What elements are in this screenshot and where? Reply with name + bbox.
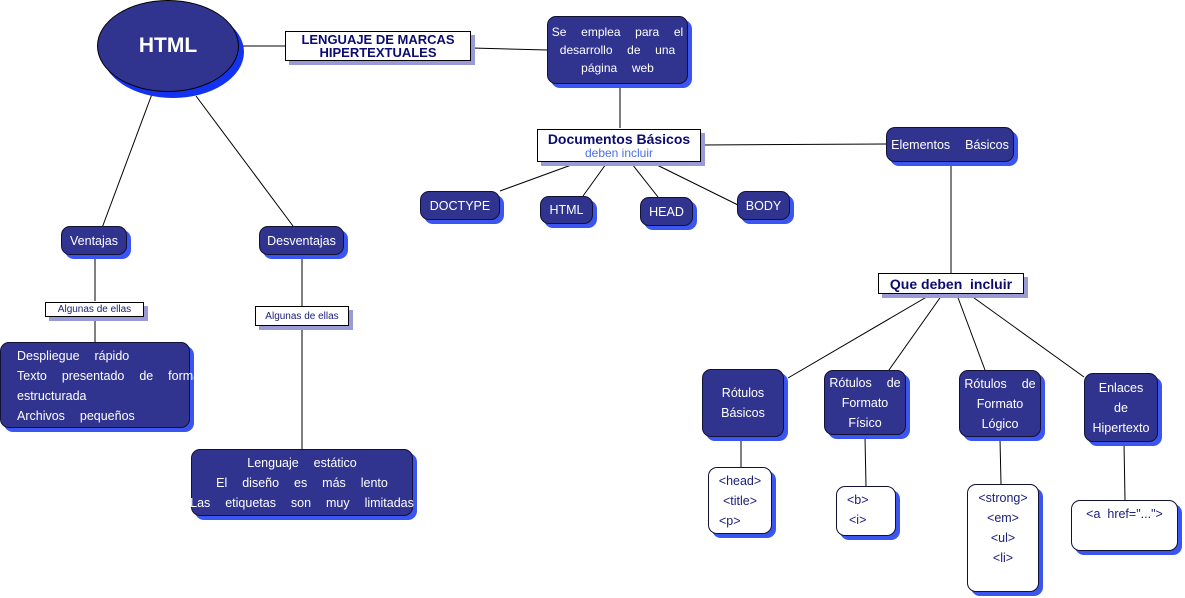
desventajas-item: El diseño es más lento <box>216 475 388 490</box>
desventajas-connector-label: Algunas de ellas <box>255 306 349 326</box>
html-item-node[interactable]: HTML <box>540 196 593 224</box>
elementos-basicos-node[interactable]: Elementos Básicos <box>886 127 1014 162</box>
ventajas-connector-label: Algunas de ellas <box>45 302 144 317</box>
link-documentos-html <box>582 163 607 197</box>
ventajas-item: Texto presentado de forma <box>17 369 201 383</box>
documentos-basicos-title: Documentos Básicos <box>547 131 691 147</box>
desventajas-connector-text: Algunas de ellas <box>265 310 339 322</box>
rotulos-formato-logico-node[interactable]: Rótulos de Formato Lógico <box>959 370 1041 437</box>
link-documentos-head <box>631 163 659 198</box>
category-line: Enlaces <box>1098 380 1144 395</box>
category-line: Formato <box>841 395 889 410</box>
documentos-basicos-node[interactable]: Documentos Básicos deben incluir <box>537 129 701 162</box>
category-line: Básicos <box>721 406 765 420</box>
tag-item: <li> <box>992 551 1014 565</box>
html-root-node[interactable]: HTML <box>97 0 239 92</box>
tag-item: <ul> <box>990 531 1016 545</box>
que-deben-incluir-label: Que deben incluir <box>889 275 1013 292</box>
tag-item: <title> <box>722 494 758 508</box>
definition-line-1: LENGUAJE DE MARCAS <box>301 32 455 47</box>
definition-line-2: HIPERTEXTUALES <box>319 45 437 60</box>
enlaces-hipertexto-node[interactable]: Enlaces de Hipertexto <box>1084 373 1158 442</box>
tag-item: <i> <box>849 513 867 527</box>
definition-node[interactable]: LENGUAJE DE MARCAS HIPERTEXTUALES <box>285 31 471 61</box>
category-line: Rótulos de <box>829 375 901 390</box>
rotulos-basicos-node[interactable]: Rótulos Básicos <box>702 369 784 437</box>
ventajas-item: Despliegue rápido <box>17 349 130 363</box>
purpose-line: desarrollo de una <box>559 43 676 57</box>
tag-item: <head> <box>718 474 762 488</box>
link-documentos-doctype <box>499 163 575 192</box>
link-que-cat3 <box>956 294 986 371</box>
desventajas-item: Lenguaje estático <box>247 455 357 470</box>
doctype-label: DOCTYPE <box>429 198 491 213</box>
link-cat3-tags <box>999 438 1002 485</box>
ventajas-list-node[interactable]: Despliegue rápido Texto presentado de fo… <box>0 342 201 428</box>
category-line: Lógico <box>981 416 1019 431</box>
link-root-desventajas <box>195 95 294 227</box>
ventajas-item: Archivos pequeños <box>17 409 135 423</box>
tag-item: <a href="..."> <box>1086 507 1163 521</box>
desventajas-list-node[interactable]: Lenguaje estático El diseño es más lento… <box>190 449 414 516</box>
link-que-cat1 <box>787 294 931 379</box>
tag-item: <p> <box>719 514 741 528</box>
enlaces-tags[interactable]: <a href="..."> <box>1071 500 1178 551</box>
elementos-basicos-label: Elementos Básicos <box>891 137 1009 152</box>
link-cat2-tags <box>864 436 867 487</box>
doctype-node[interactable]: DOCTYPE <box>420 191 500 220</box>
ventajas-node[interactable]: Ventajas <box>61 226 127 255</box>
tag-item: <strong> <box>978 491 1028 505</box>
link-definition-purpose <box>471 47 548 51</box>
head-node[interactable]: HEAD <box>640 197 693 226</box>
formato-logico-tags[interactable]: <strong> <em> <ul> <li> <box>967 484 1039 592</box>
desventajas-label: Desventajas <box>267 233 336 248</box>
purpose-node[interactable]: Se emplea para el desarrollo de una pági… <box>547 16 688 84</box>
category-line: Rótulos de <box>964 376 1036 391</box>
category-line: Hipertexto <box>1092 420 1150 435</box>
category-line: Rótulos <box>721 386 765 400</box>
ventajas-item: estructurada <box>17 389 87 403</box>
link-cat4-tags <box>1123 442 1126 501</box>
que-deben-incluir-node[interactable]: Que deben incluir <box>878 273 1024 294</box>
link-root-ventajas <box>101 93 153 229</box>
link-documentos-body <box>654 163 739 206</box>
category-line: Formato <box>976 396 1024 411</box>
category-line: de <box>1114 400 1128 415</box>
purpose-line: página web <box>581 61 654 75</box>
tag-item: <b> <box>847 493 869 507</box>
body-node[interactable]: BODY <box>737 191 790 220</box>
head-label: HEAD <box>649 204 684 219</box>
rotulos-basicos-tags[interactable]: <head> <title> <p> <box>708 467 772 534</box>
link-documentos-elementos <box>701 143 887 146</box>
link-que-cat4 <box>969 294 1085 378</box>
desventajas-node[interactable]: Desventajas <box>259 226 344 255</box>
category-line: Físico <box>848 415 882 430</box>
formato-fisico-tags[interactable]: <b> <i> <box>836 486 896 536</box>
body-label: BODY <box>745 198 782 213</box>
root-label: HTML <box>138 34 198 57</box>
html-item-label: HTML <box>549 203 584 217</box>
rotulos-formato-fisico-node[interactable]: Rótulos de Formato Físico <box>824 370 906 435</box>
ventajas-connector-text: Algunas de ellas <box>57 304 132 315</box>
link-que-cat2 <box>888 294 943 371</box>
tag-item: <em> <box>987 511 1019 525</box>
desventajas-item: Las etiquetas son muy limitadas <box>190 495 414 510</box>
purpose-line: Se emplea para el <box>551 25 684 39</box>
ventajas-label: Ventajas <box>70 233 118 248</box>
documentos-basicos-subtitle: deben incluir <box>584 146 654 160</box>
